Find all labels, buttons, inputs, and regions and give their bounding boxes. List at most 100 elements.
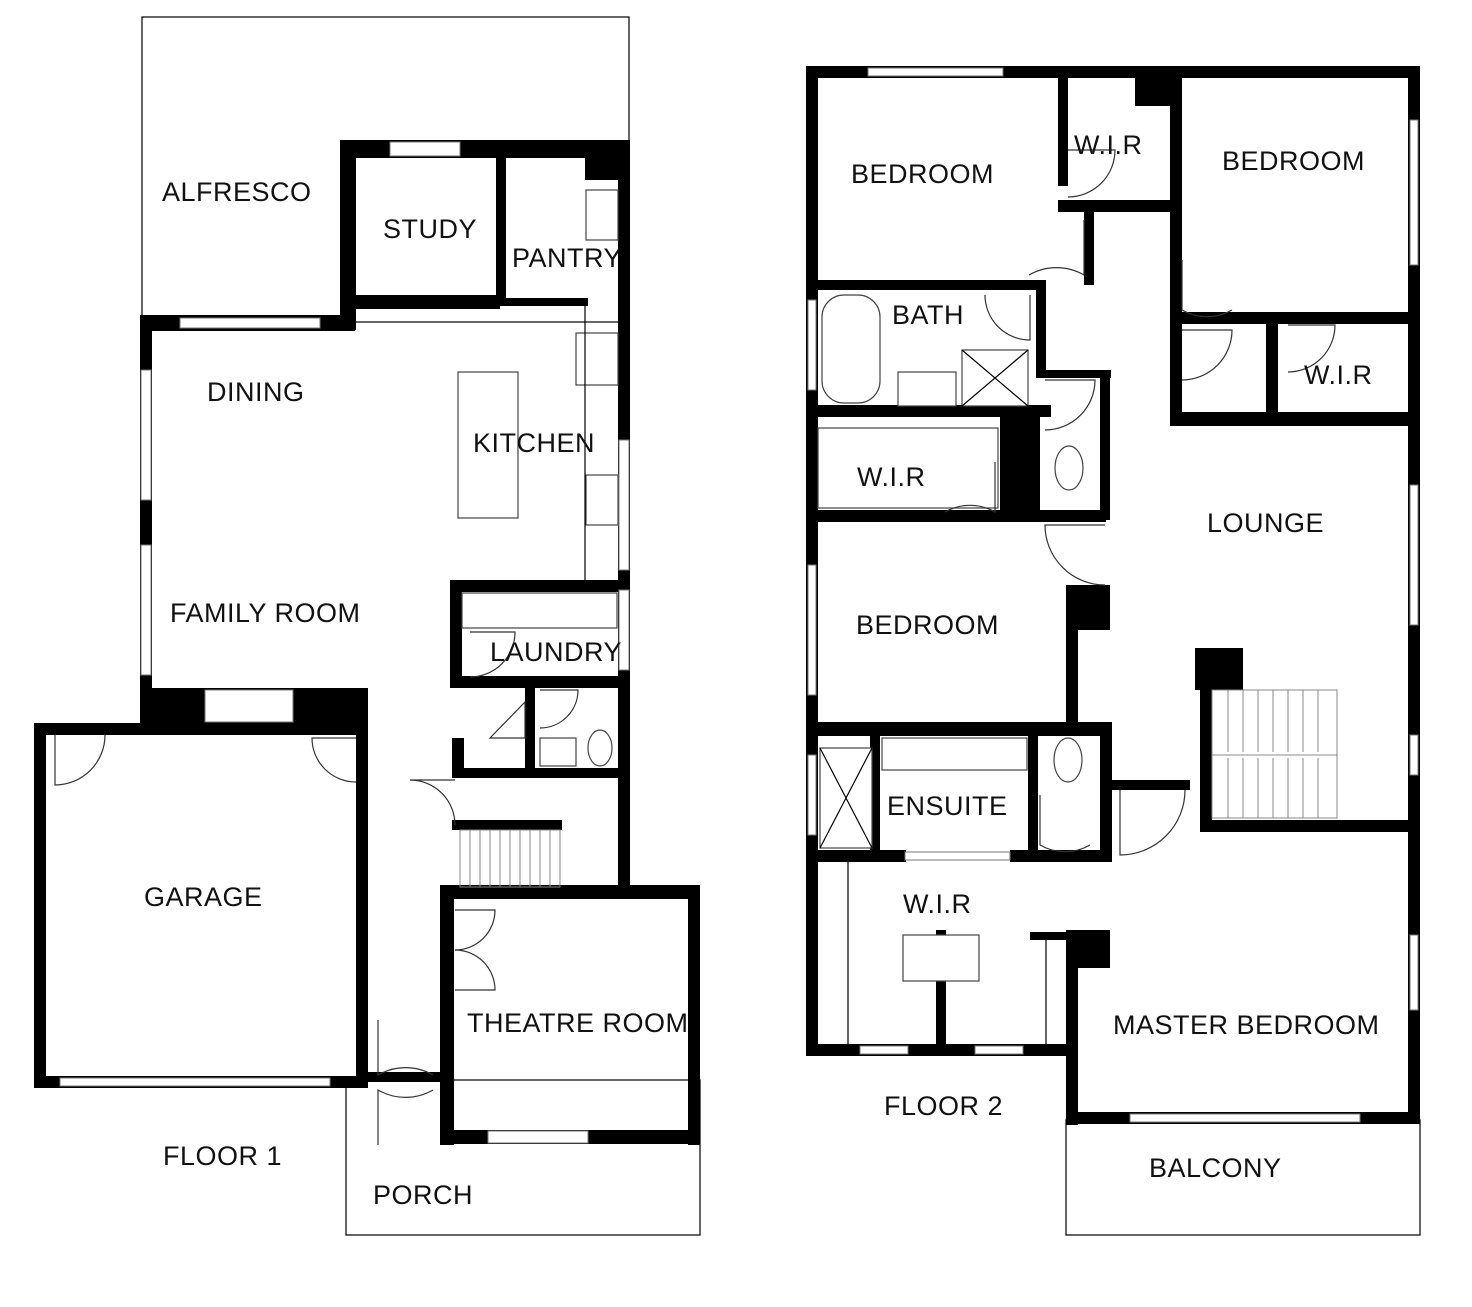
- wall: [496, 155, 506, 305]
- room-label-family-room: FAMILY ROOM: [170, 598, 361, 628]
- door-swing: [377, 1020, 434, 1077]
- basin: [897, 371, 957, 407]
- wall: [440, 885, 454, 1145]
- room-label-balcony: BALCONY: [1149, 1153, 1282, 1183]
- room-label-wir-2: W.I.R: [857, 462, 926, 492]
- door-swing: [54, 734, 106, 786]
- laundry-bench: [461, 592, 618, 629]
- door-swing: [311, 737, 357, 783]
- wall: [1200, 690, 1212, 830]
- room-label-dining: DINING: [207, 377, 305, 407]
- door-swing: [539, 689, 579, 729]
- wall: [452, 768, 628, 778]
- basin: [539, 737, 577, 767]
- door-swing: [377, 1088, 434, 1145]
- room-label-theatre-room: THEATRE ROOM: [467, 1008, 689, 1038]
- window: [487, 1130, 589, 1144]
- wall: [450, 580, 462, 688]
- wall: [340, 140, 356, 330]
- wall: [444, 885, 700, 899]
- floor-1-caption: FLOOR 1: [163, 1141, 282, 1171]
- wall: [452, 820, 562, 830]
- room-label-lounge: LOUNGE: [1207, 508, 1324, 538]
- window: [179, 317, 321, 329]
- window: [867, 67, 1004, 77]
- fireplace: [204, 689, 294, 723]
- toilet: [1053, 737, 1083, 783]
- wall: [1100, 370, 1110, 520]
- window: [807, 299, 817, 391]
- room-label-laundry: LAUNDRY: [490, 637, 622, 667]
- door-swing: [1039, 795, 1091, 853]
- wall: [1066, 930, 1110, 968]
- room-label-bath: BATH: [892, 300, 964, 330]
- wall: [1066, 935, 1078, 1125]
- wall: [1084, 205, 1094, 285]
- wall: [1028, 728, 1038, 858]
- wall: [366, 1072, 446, 1082]
- room-label-porch: PORCH: [373, 1180, 473, 1210]
- door-swing: [1287, 324, 1336, 373]
- floor-2-caption: FLOOR 2: [884, 1091, 1003, 1121]
- room-label-garage: GARAGE: [144, 882, 263, 912]
- window: [1409, 484, 1419, 626]
- wall: [688, 885, 700, 1145]
- window: [1409, 934, 1419, 1011]
- sink: [585, 189, 619, 241]
- wall: [806, 66, 818, 1056]
- floor-1-plan: ALFRESCO STUDY PANTRY DINING KITCHEN FAM…: [34, 16, 701, 1236]
- wall: [356, 723, 368, 1088]
- wall: [806, 510, 1106, 522]
- door-swing: [454, 909, 496, 951]
- vanity: [881, 737, 1028, 771]
- wall: [1195, 648, 1243, 690]
- wall: [1200, 820, 1420, 832]
- wall: [500, 298, 588, 306]
- wall: [1066, 585, 1078, 730]
- wall: [1100, 722, 1112, 862]
- shower-cross: [819, 747, 873, 849]
- room-label-ensuite: ENSUITE: [887, 791, 1008, 821]
- window: [904, 851, 1011, 861]
- room-label-wir-3: W.I.R: [1304, 360, 1373, 390]
- room-label-pantry: PANTRY: [512, 243, 622, 273]
- wall: [34, 723, 368, 735]
- toilet: [587, 729, 613, 767]
- shower-cross: [961, 349, 1029, 407]
- wall: [1000, 410, 1040, 520]
- window: [618, 439, 630, 571]
- door-swing: [1044, 524, 1106, 586]
- wall: [1110, 780, 1190, 790]
- room-label-master-bedroom: MASTER BEDROOM: [1113, 1010, 1380, 1040]
- door-swing: [454, 949, 496, 991]
- door-swing: [1181, 329, 1233, 381]
- window: [859, 1045, 909, 1055]
- door-swing: [409, 779, 456, 826]
- room-label-bedroom-2: BEDROOM: [1222, 146, 1365, 176]
- door-swing: [488, 700, 526, 739]
- window: [1409, 119, 1419, 266]
- door-swing: [1028, 220, 1085, 277]
- door-swing: [1119, 789, 1186, 856]
- window: [389, 141, 461, 157]
- porch-outline: [345, 1079, 701, 1236]
- wall: [870, 728, 880, 858]
- wall: [1170, 412, 1420, 426]
- fridge: [575, 332, 619, 386]
- room-label-bedroom-3: BEDROOM: [856, 610, 999, 640]
- wardrobe: [817, 427, 999, 509]
- window: [59, 1077, 331, 1087]
- window: [974, 1045, 1024, 1055]
- wall: [806, 405, 1051, 417]
- room-label-wir-1: W.I.R: [1074, 130, 1143, 160]
- room-label-alfresco: ALFRESCO: [162, 177, 312, 207]
- bathtub: [821, 294, 881, 404]
- window: [1129, 1113, 1361, 1123]
- wall: [34, 723, 46, 1088]
- wall: [1170, 312, 1420, 324]
- window: [140, 369, 152, 501]
- window: [618, 589, 630, 671]
- wall: [340, 295, 500, 309]
- wall: [450, 580, 628, 592]
